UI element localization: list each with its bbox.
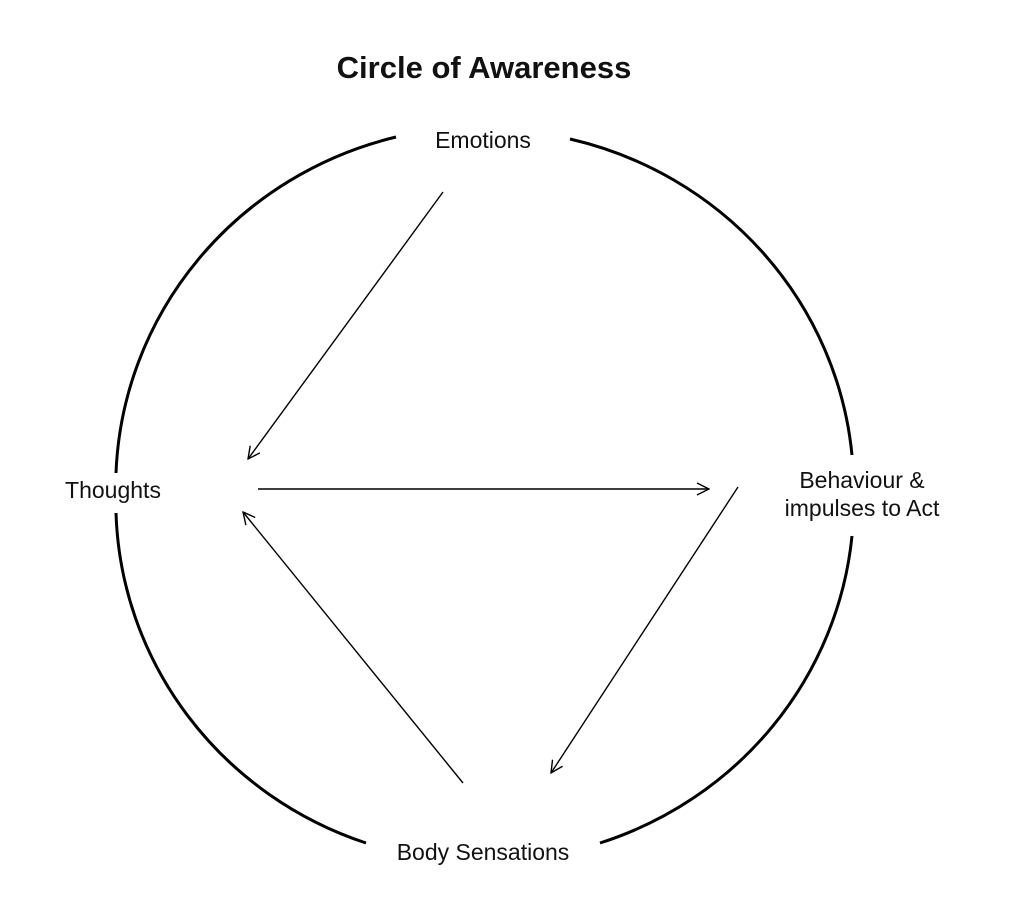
diagram-title: Circle of Awareness [336,50,632,85]
node-behaviour-impulses: Behaviour & impulses to Act [784,467,940,521]
node-body-sensations: Body Sensations [396,839,570,865]
arrow-behaviour-to-body-sensations [551,486,739,773]
awareness-circle [114,135,854,845]
circle-arc-bottom-left [114,512,367,845]
circle-arc-top-right [569,137,854,456]
circle-arc-top-left [114,135,397,474]
arrow-body-sensations-to-thoughts [243,512,464,784]
node-thoughts: Thoughts [65,477,161,503]
node-emotions: Emotions [435,127,531,153]
circle-arc-bottom-right [599,535,854,845]
arrow-emotions-to-thoughts [248,191,444,459]
